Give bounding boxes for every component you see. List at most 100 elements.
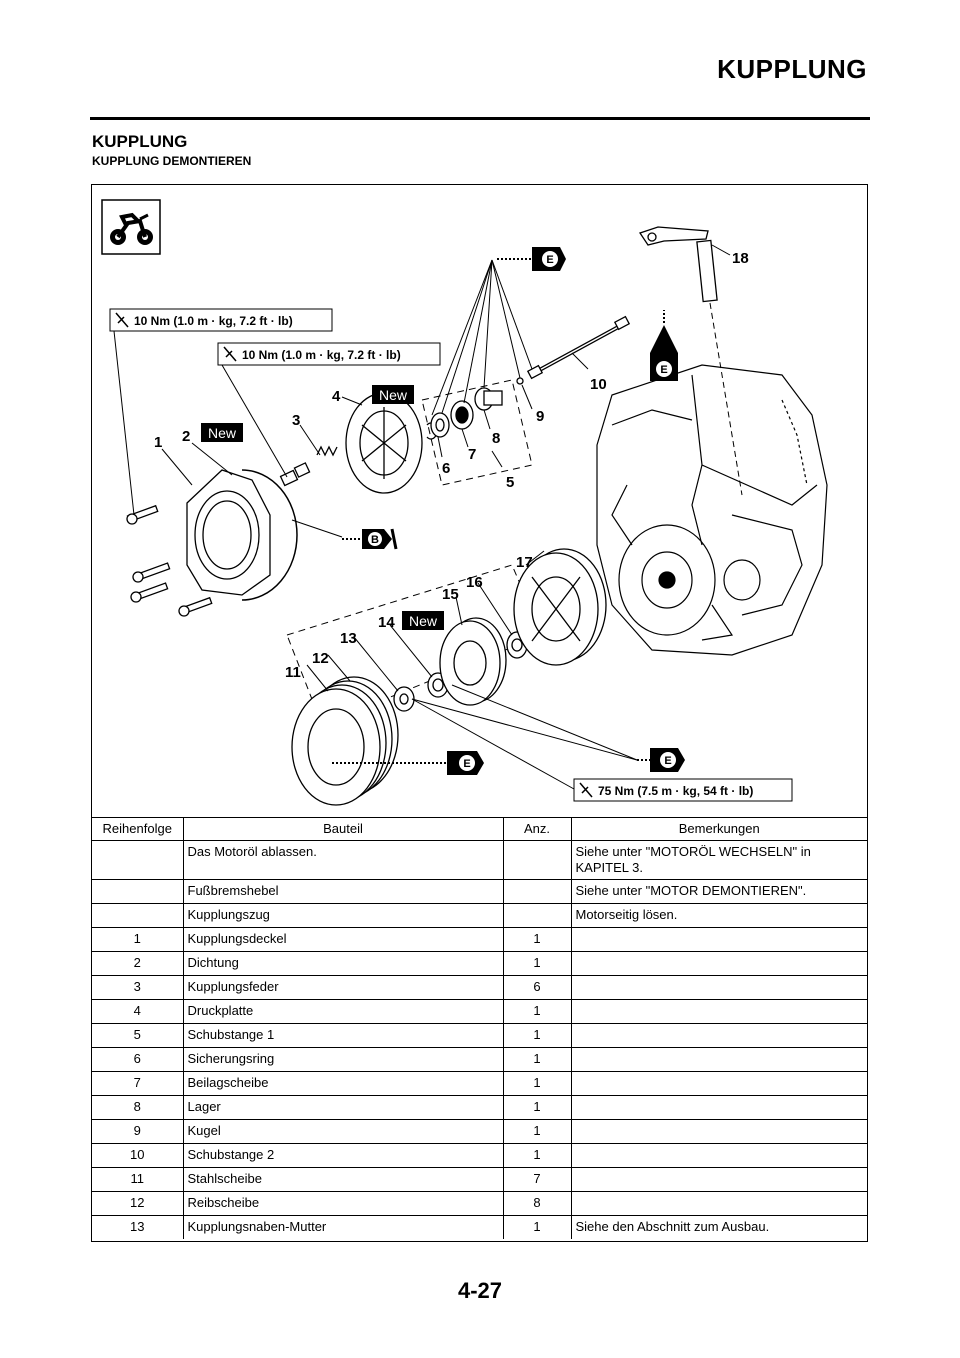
svg-text:13: 13: [340, 630, 357, 647]
cell-qty: 1: [503, 1023, 572, 1048]
cell-remark: [571, 1191, 867, 1216]
table-row: 3 Kupplungsfeder 6: [92, 975, 867, 1000]
svg-text:E: E: [546, 254, 553, 266]
table-row: Fußbremshebel Siehe unter "MOTOR DEMONTI…: [92, 879, 867, 904]
cell-seq: 10: [92, 1143, 184, 1168]
svg-text:5: 5: [506, 474, 514, 491]
cell-part: Dichtung: [183, 951, 504, 976]
cell-part: Stahlscheibe: [183, 1167, 504, 1192]
lube-e-bubble-hub: E: [411, 684, 685, 772]
header-sequence: Reihenfolge: [92, 817, 184, 841]
svg-text:New: New: [208, 425, 237, 441]
cell-remark: [571, 1095, 867, 1120]
cell-part: Das Motoröl ablassen.: [183, 840, 504, 880]
cell-remark: [571, 1023, 867, 1048]
cell-part: Beilagscheibe: [183, 1071, 504, 1096]
cell-remark: Motorseitig lösen.: [571, 903, 867, 928]
table-row: 7 Beilagscheibe 1: [92, 1071, 867, 1096]
cell-seq: [92, 840, 184, 880]
svg-text:10: 10: [590, 376, 607, 393]
torque-box-1: 10 Nm (1.0 m · kg, 7.2 ft · lb): [109, 308, 333, 516]
clutch-lever-shaft: [638, 226, 743, 496]
cell-seq: 1: [92, 927, 184, 952]
cell-remark: [571, 1047, 867, 1072]
table-row: 10 Schubstange 2 1: [92, 1143, 867, 1168]
new-tag-14: New: [402, 611, 444, 630]
cell-seq: 11: [92, 1167, 184, 1192]
lube-e-bubble-plates: E: [332, 751, 484, 775]
table-row: 1 Kupplungsdeckel 1: [92, 927, 867, 952]
svg-text:New: New: [379, 387, 408, 403]
table-row: 6 Sicherungsring 1: [92, 1047, 867, 1072]
hub-nut-washer: [393, 672, 449, 712]
svg-text:18: 18: [732, 250, 749, 267]
table-row: 5 Schubstange 1 1: [92, 1023, 867, 1048]
cell-part: Druckplatte: [183, 999, 504, 1024]
cell-qty: [503, 840, 572, 880]
cell-part: Kupplungsdeckel: [183, 927, 504, 952]
cell-qty: 1: [503, 1047, 572, 1072]
table-row: 11 Stahlscheibe 7: [92, 1167, 867, 1192]
cell-seq: 8: [92, 1095, 184, 1120]
table-row: 4 Druckplatte 1: [92, 999, 867, 1024]
svg-text:75 Nm (7.5 m · kg, 54 ft · lb): 75 Nm (7.5 m · kg, 54 ft · lb): [598, 784, 753, 798]
svg-text:15: 15: [442, 586, 459, 603]
svg-text:16: 16: [466, 574, 483, 591]
clutch-boss: [439, 617, 507, 706]
svg-text:11: 11: [285, 664, 301, 681]
cell-seq: 2: [92, 951, 184, 976]
cell-qty: 1: [503, 951, 572, 976]
cell-seq: 12: [92, 1191, 184, 1216]
callout-leaders: [161, 244, 731, 692]
cell-qty: [503, 879, 572, 904]
cell-part: Kupplungsfeder: [183, 975, 504, 1000]
cell-qty: 1: [503, 927, 572, 952]
cell-seq: 5: [92, 1023, 184, 1048]
cell-seq: 13: [92, 1215, 184, 1239]
lube-b-bubble: B: [291, 519, 398, 550]
cell-part: Kugel: [183, 1119, 504, 1144]
section-subtitle: KUPPLUNG DEMONTIEREN: [92, 154, 252, 168]
header-remarks: Bemerkungen: [571, 817, 867, 841]
svg-text:12: 12: [312, 650, 329, 667]
cell-remark: [571, 1119, 867, 1144]
cell-remark: Siehe unter "MOTORÖL WECHSELN" in KAPITE…: [571, 840, 867, 880]
cell-seq: [92, 879, 184, 904]
header-quantity: Anz.: [503, 817, 572, 841]
lube-e-bubble-top: E: [532, 247, 566, 271]
table-row: 9 Kugel 1: [92, 1119, 867, 1144]
table-row: 13 Kupplungsnaben-Mutter 1 Siehe den Abs…: [92, 1215, 867, 1239]
svg-text:E: E: [664, 755, 671, 767]
cell-part: Kupplungsnaben-Mutter: [183, 1215, 504, 1239]
svg-text:14: 14: [378, 614, 395, 631]
cell-qty: 6: [503, 975, 572, 1000]
svg-text:2: 2: [182, 428, 190, 445]
cell-qty: 1: [503, 999, 572, 1024]
push-rod-parts: [426, 377, 524, 440]
motorcycle-icon: [101, 199, 161, 255]
cell-seq: 9: [92, 1119, 184, 1144]
svg-text:7: 7: [468, 446, 476, 463]
parts-table: Reihenfolge Bauteil Anz. Bemerkungen Das…: [92, 817, 867, 1239]
cell-qty: 1: [503, 1095, 572, 1120]
cell-part: Reibscheibe: [183, 1191, 504, 1216]
lube-e-bubble-shaft: E: [650, 310, 678, 381]
cell-seq: 4: [92, 999, 184, 1024]
svg-text:17: 17: [516, 554, 533, 571]
table-row: 2 Dichtung 1: [92, 951, 867, 976]
clutch-exploded-diagram: E E: [101, 199, 828, 806]
cell-qty: 1: [503, 1215, 572, 1239]
table-row: 12 Reibscheibe 8: [92, 1191, 867, 1216]
torque-box-3: 75 Nm (7.5 m · kg, 54 ft · lb): [411, 698, 793, 802]
pressure-plate: [345, 392, 423, 494]
svg-text:B: B: [371, 534, 379, 546]
cell-remark: [571, 927, 867, 952]
cell-part: Sicherungsring: [183, 1047, 504, 1072]
procedure-frame: E E: [91, 184, 868, 1242]
header-part: Bauteil: [183, 817, 504, 841]
cell-qty: 1: [503, 1119, 572, 1144]
cell-qty: 8: [503, 1191, 572, 1216]
push-rod-2: [526, 315, 631, 380]
engine-illustration: [596, 364, 828, 656]
clutch-plates: [291, 676, 399, 806]
